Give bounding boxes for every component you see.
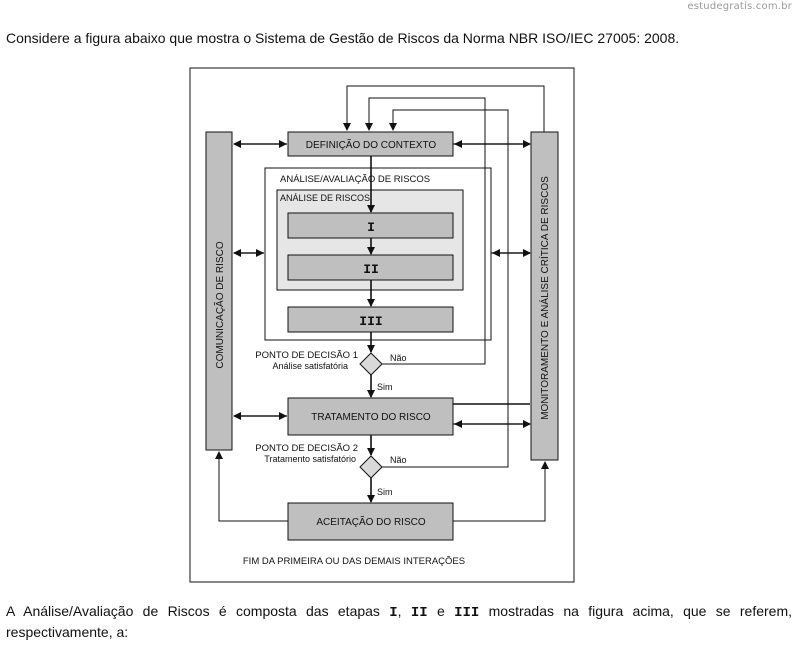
footer-sep-2: e xyxy=(427,603,455,619)
ponto-2-sublabel: Tratamento satisfatório xyxy=(264,454,356,464)
analise-label: ANÁLISE DE RISCOS xyxy=(280,193,370,203)
sim-label-2: Sim xyxy=(377,487,393,497)
footer-step-2: II xyxy=(410,605,428,621)
footer-step-1: I xyxy=(389,605,398,621)
nao-label-1: Não xyxy=(390,353,407,363)
definicao-box xyxy=(287,131,454,157)
aceitacao-label: ACEITAÇÃO DO RISCO xyxy=(316,515,425,528)
step-2-label: II xyxy=(363,262,379,277)
comunicacao-label: COMUNICAÇÃO DE RISCO xyxy=(213,241,226,368)
tratamento-label: TRATAMENTO DO RISCO xyxy=(311,412,431,423)
question-text: Considere a figura abaixo que mostra o S… xyxy=(6,30,680,46)
ponto-1-label: PONTO DE DECISÃO 1 xyxy=(255,350,358,361)
fim-label: FIM DA PRIMEIRA OU DAS DEMAIS INTERAÇÕES xyxy=(243,556,465,567)
comunicacao-bar xyxy=(205,131,233,451)
answer-prompt: A Análise/Avaliação de Riscos é composta… xyxy=(6,602,792,642)
site-watermark: estudegratis.com.br xyxy=(687,1,792,12)
definicao-label: DEFINIÇÃO DO CONTEXTO xyxy=(306,138,437,151)
ponto-2-label: PONTO DE DECISÃO 2 xyxy=(255,443,358,454)
feedback-loops xyxy=(215,85,549,522)
side-connector-arrows xyxy=(233,140,531,428)
avaliacao-label: ANÁLISE/AVALIAÇÃO DE RISCOS xyxy=(280,174,430,185)
step-1-box xyxy=(287,212,454,239)
step-1-label: I xyxy=(367,220,375,235)
tratamento-box xyxy=(287,397,454,436)
step-3-label: III xyxy=(359,314,382,329)
monitoramento-bar xyxy=(530,131,559,461)
footer-text-pre: A Análise/Avaliação de Riscos é composta… xyxy=(6,603,390,619)
footer-sep-1: , xyxy=(397,603,411,619)
monitoramento-label: MONITORAMENTO E ANÁLISE CRÍTICA DE RISCO… xyxy=(538,176,551,420)
footer-text-post: mostradas na figura acima, que se refere… xyxy=(6,603,792,640)
aceitacao-box xyxy=(287,502,454,541)
nao-label-2: Não xyxy=(390,455,407,465)
sim-label-1: Sim xyxy=(377,382,393,392)
footer-step-3: III xyxy=(454,605,480,621)
ponto-1-sublabel: Análise satisfatória xyxy=(272,361,348,371)
